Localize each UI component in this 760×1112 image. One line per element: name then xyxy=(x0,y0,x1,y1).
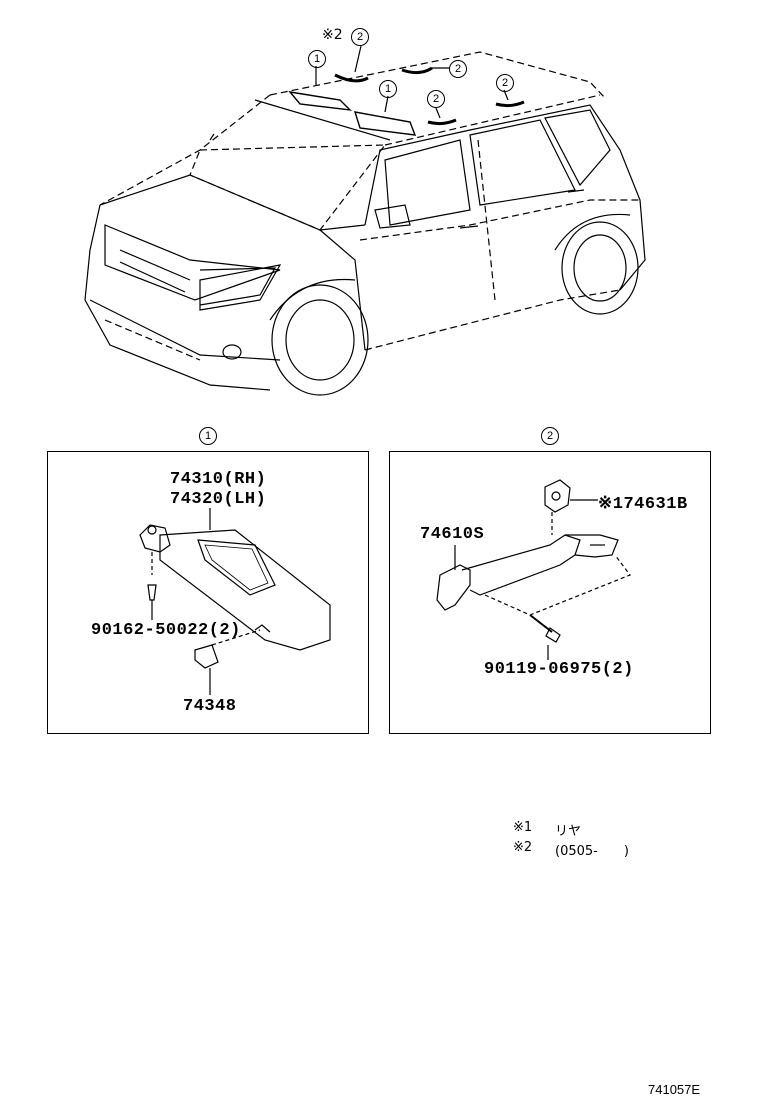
callout-2-rear: 2 xyxy=(496,74,514,92)
callout-1-front: 1 xyxy=(308,50,326,68)
part-74310-rh-label: 74310(RH) xyxy=(170,470,267,489)
callout-2-mid: 2 xyxy=(427,90,445,108)
note2-text: (0505- ) xyxy=(555,844,629,859)
bracket-74631b-label: ※174631B xyxy=(598,495,688,514)
diagram-code: 741057E xyxy=(648,1082,701,1097)
note1-mark: ※1 xyxy=(513,820,533,835)
callout-1-rear: 1 xyxy=(379,80,397,98)
part-74320-lh-label: 74320(LH) xyxy=(170,490,267,509)
callout-2-right: 2 xyxy=(449,60,467,78)
bolt-90119-label: 90119-06975(2) xyxy=(484,660,634,679)
panel-assist-grip xyxy=(389,451,711,734)
sun-visor-drawing xyxy=(139,508,331,695)
screw-90162-label: 90162-50022(2) xyxy=(91,621,241,640)
note1-text: リヤ xyxy=(555,824,582,839)
holder-74348-label: 74348 xyxy=(183,697,237,716)
grip-74610s-label: 74610S xyxy=(420,525,485,544)
assist-grip-drawing xyxy=(436,479,631,660)
panel1-header: 1 xyxy=(199,427,217,445)
panel-sun-visor xyxy=(47,451,369,734)
panel2-header: 2 xyxy=(541,427,559,445)
car-illustration xyxy=(84,45,646,396)
callout-asterisk2: ※2 xyxy=(322,27,343,43)
callout-2-top: 2 xyxy=(351,28,369,46)
note2-mark: ※2 xyxy=(513,840,533,855)
